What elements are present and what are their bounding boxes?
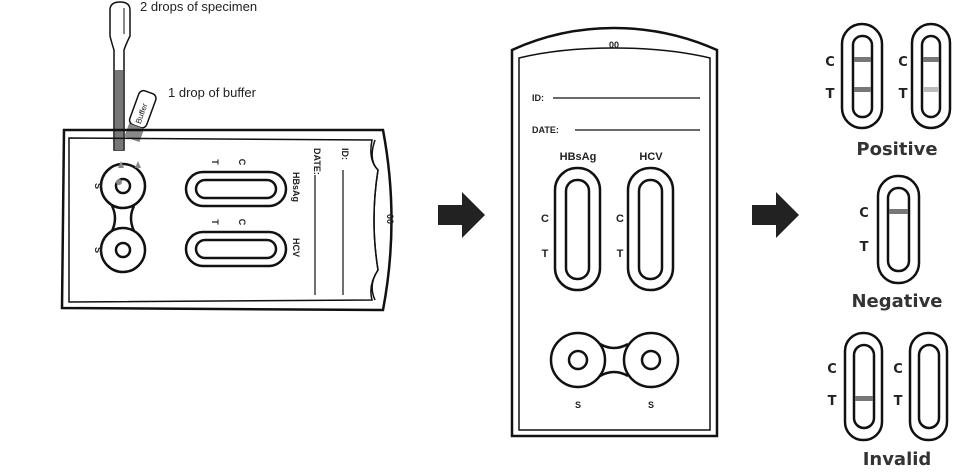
id-label: ID: [340, 148, 350, 160]
window-name-hbsag: HBsAg [291, 172, 301, 202]
arrow-right-icon [752, 192, 799, 238]
t-label-hbsag: T [210, 159, 220, 165]
window-name-hcv: HCV [291, 238, 301, 257]
t-label-pos2: T [899, 87, 908, 102]
t-label-hbsag-2: T [542, 248, 549, 260]
t-label-hcv: T [210, 219, 220, 225]
cassette-logo: 00 [385, 214, 395, 224]
id-label-2: ID: [532, 93, 544, 103]
faint-test-band [923, 87, 939, 92]
arrow-right-icon [438, 192, 485, 238]
c-label-inv1: C [827, 362, 837, 377]
dropper-icon [109, 1, 131, 151]
result-invalid-label: Invalid [863, 449, 932, 470]
test-band [855, 396, 873, 401]
positive-strips [840, 22, 952, 130]
date-label-2: DATE: [532, 125, 559, 135]
negative-strip [876, 174, 921, 285]
t-label-hcv-2: T [617, 248, 624, 260]
invalid-strips [843, 331, 949, 442]
buffer-instruction: 1 drop of buffer [168, 85, 257, 100]
buffer-bottle-icon: Buffer [124, 89, 157, 143]
control-band [854, 57, 871, 62]
result-negative-label: Negative [851, 291, 942, 312]
specimen-instruction: 2 drops of specimen [140, 0, 257, 14]
c-label-neg: C [859, 206, 869, 221]
c-label-hbsag-2: C [541, 213, 549, 225]
t-label-inv1: T [828, 394, 837, 409]
date-label: DATE: [312, 148, 322, 175]
well-label-s2-2: S [648, 400, 654, 410]
cassette-top-view-rotated [60, 128, 393, 312]
test-band [854, 87, 871, 92]
control-band [923, 57, 939, 62]
result-positive-label: Positive [856, 139, 937, 160]
cassette-front-view [510, 26, 719, 438]
cassette-logo-2: 00 [609, 40, 619, 50]
c-label-hbsag: C [237, 159, 247, 166]
window-name-hbsag-2: HBsAg [560, 151, 597, 163]
t-label-neg: T [860, 240, 869, 255]
window-name-hcv-2: HCV [639, 151, 663, 163]
c-label-hcv-2: C [616, 213, 624, 225]
t-label-pos1: T [826, 87, 835, 102]
c-label-pos2: C [898, 55, 908, 70]
c-label-hcv: C [237, 219, 247, 226]
well-label-s2: S [93, 247, 103, 253]
well-label-s1-2: S [575, 400, 581, 410]
control-band [889, 209, 908, 214]
c-label-pos1: C [825, 55, 835, 70]
c-label-inv2: C [893, 362, 903, 377]
well-label-s1: S [93, 183, 103, 189]
t-label-inv2: T [894, 394, 903, 409]
